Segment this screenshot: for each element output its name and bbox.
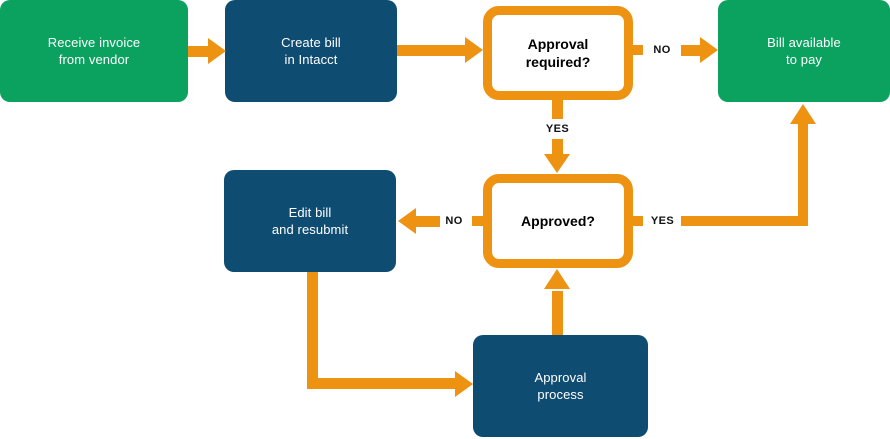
connector-approval-process-to-approved-line <box>552 291 563 335</box>
connector-approved-to-edit-bill-line <box>416 216 440 227</box>
node-edit-bill-label: Edit bill and resubmit <box>272 204 348 238</box>
node-label-line: to pay <box>785 52 822 67</box>
node-label-line: Bill available <box>767 35 841 50</box>
decision-label-line: required? <box>525 54 591 70</box>
connector-approval-required-no-stub <box>633 45 643 55</box>
edge-label-approval-required-yes: YES <box>545 123 570 135</box>
edge-label-approved-yes: YES <box>650 215 675 227</box>
connector-approved-to-bill-available-arrowhead-icon <box>790 104 816 124</box>
connector-approved-to-bill-available-horizontal-line <box>681 216 808 226</box>
node-label-line: in Intacct <box>284 52 338 67</box>
connector-approval-required-to-bill-available-line <box>681 45 700 56</box>
node-label-line: from vendor <box>58 52 130 67</box>
decision-label-line: Approval <box>527 36 589 52</box>
node-receive-invoice-label: Receive invoice from vendor <box>48 34 141 68</box>
connector-approved-no-stub <box>472 216 483 226</box>
connector-edit-bill-to-approval-process-horizontal-line <box>307 378 455 389</box>
edge-label-approval-required-no: NO <box>653 44 671 56</box>
node-create-bill: Create bill in Intacct <box>225 0 397 102</box>
node-label-line: Edit bill <box>288 205 332 220</box>
node-label-line: and resubmit <box>271 222 349 237</box>
node-receive-invoice: Receive invoice from vendor <box>0 0 188 102</box>
connector-approval-required-yes-stub <box>552 100 563 119</box>
connector-approved-to-bill-available-vertical-line <box>798 124 808 226</box>
connector-approval-required-to-bill-available-arrowhead-icon <box>700 37 718 63</box>
node-label-line: Approval <box>534 370 587 385</box>
connector-approval-process-to-approved-arrowhead-icon <box>544 269 570 289</box>
connector-edit-bill-to-approval-process-arrowhead-icon <box>455 371 473 397</box>
decision-approved: Approved? <box>483 174 633 268</box>
connector-approval-required-to-approved-line <box>552 139 563 154</box>
node-label-line: Create bill <box>281 35 341 50</box>
node-label-line: process <box>537 387 584 402</box>
decision-approved-label: Approved? <box>521 212 595 230</box>
edge-label-approved-no: NO <box>445 215 463 227</box>
decision-approval-required: Approval required? <box>483 6 633 100</box>
connector-receive-to-create-arrowhead-icon <box>208 38 226 64</box>
decision-label-line: Approved? <box>521 213 595 229</box>
node-bill-available-label: Bill available to pay <box>767 34 841 68</box>
node-edit-bill: Edit bill and resubmit <box>224 170 396 272</box>
connector-create-to-approval-required-line <box>397 45 465 56</box>
connector-create-to-approval-required-arrowhead-icon <box>465 37 483 63</box>
node-label-line: Receive invoice <box>47 35 141 50</box>
connector-approved-yes-stub <box>633 216 643 226</box>
decision-approval-required-label: Approval required? <box>526 35 591 71</box>
node-create-bill-label: Create bill in Intacct <box>281 34 341 68</box>
node-approval-process: Approval process <box>473 335 648 437</box>
connector-receive-to-create-line <box>188 46 208 57</box>
connector-approved-to-edit-bill-arrowhead-icon <box>398 208 416 234</box>
connector-approval-required-to-approved-arrowhead-icon <box>544 154 570 173</box>
node-approval-process-label: Approval process <box>534 369 586 403</box>
connector-edit-bill-to-approval-process-vertical-line <box>307 272 318 389</box>
node-bill-available: Bill available to pay <box>718 0 890 102</box>
